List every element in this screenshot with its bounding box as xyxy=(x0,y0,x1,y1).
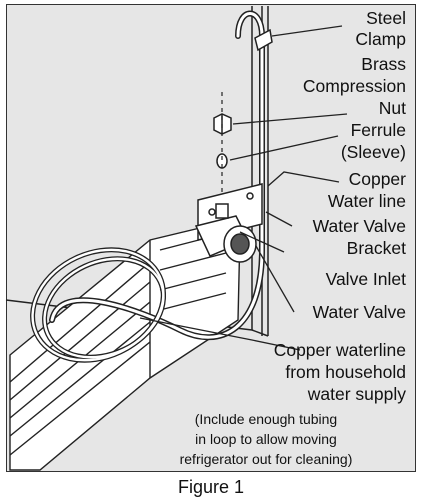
label-supply-2: from household xyxy=(285,362,406,382)
label-brass-2: Compression xyxy=(303,76,406,96)
callout-labels: Steel Clamp Brass Compression Nut Ferrul… xyxy=(274,8,407,404)
diagram-svg: Steel Clamp Brass Compression Nut Ferrul… xyxy=(5,6,407,471)
note-line-3: refrigerator out for cleaning) xyxy=(180,451,353,467)
label-brass-3: Nut xyxy=(379,98,406,118)
label-water-valve: Water Valve xyxy=(313,302,406,322)
label-supply-3: water supply xyxy=(307,384,406,404)
figure-caption: Figure 1 xyxy=(177,477,245,497)
label-ferrule-1: Ferrule xyxy=(351,120,406,140)
label-supply-1: Copper waterline xyxy=(274,340,406,360)
note-line-2: in loop to allow moving xyxy=(195,431,337,447)
leader-lines xyxy=(139,25,348,351)
supply-tubing-coil-core xyxy=(31,248,165,362)
steel-clamp xyxy=(254,28,273,52)
label-steel-2: Clamp xyxy=(355,29,406,49)
label-copper-1: Copper xyxy=(349,169,407,189)
label-steel-1: Steel xyxy=(366,8,406,28)
label-valve-inlet: Valve Inlet xyxy=(326,269,407,289)
label-ferrule-2: (Sleeve) xyxy=(341,142,406,162)
tubing-note: (Include enough tubing in loop to allow … xyxy=(180,411,353,467)
note-line-1: (Include enough tubing xyxy=(195,411,337,427)
label-copper-2: Water line xyxy=(328,191,406,211)
copper-water-line-core xyxy=(50,12,264,339)
label-brass-1: Brass xyxy=(361,54,406,74)
label-bracket-2: Bracket xyxy=(347,238,406,258)
label-bracket-1: Water Valve xyxy=(313,216,406,236)
